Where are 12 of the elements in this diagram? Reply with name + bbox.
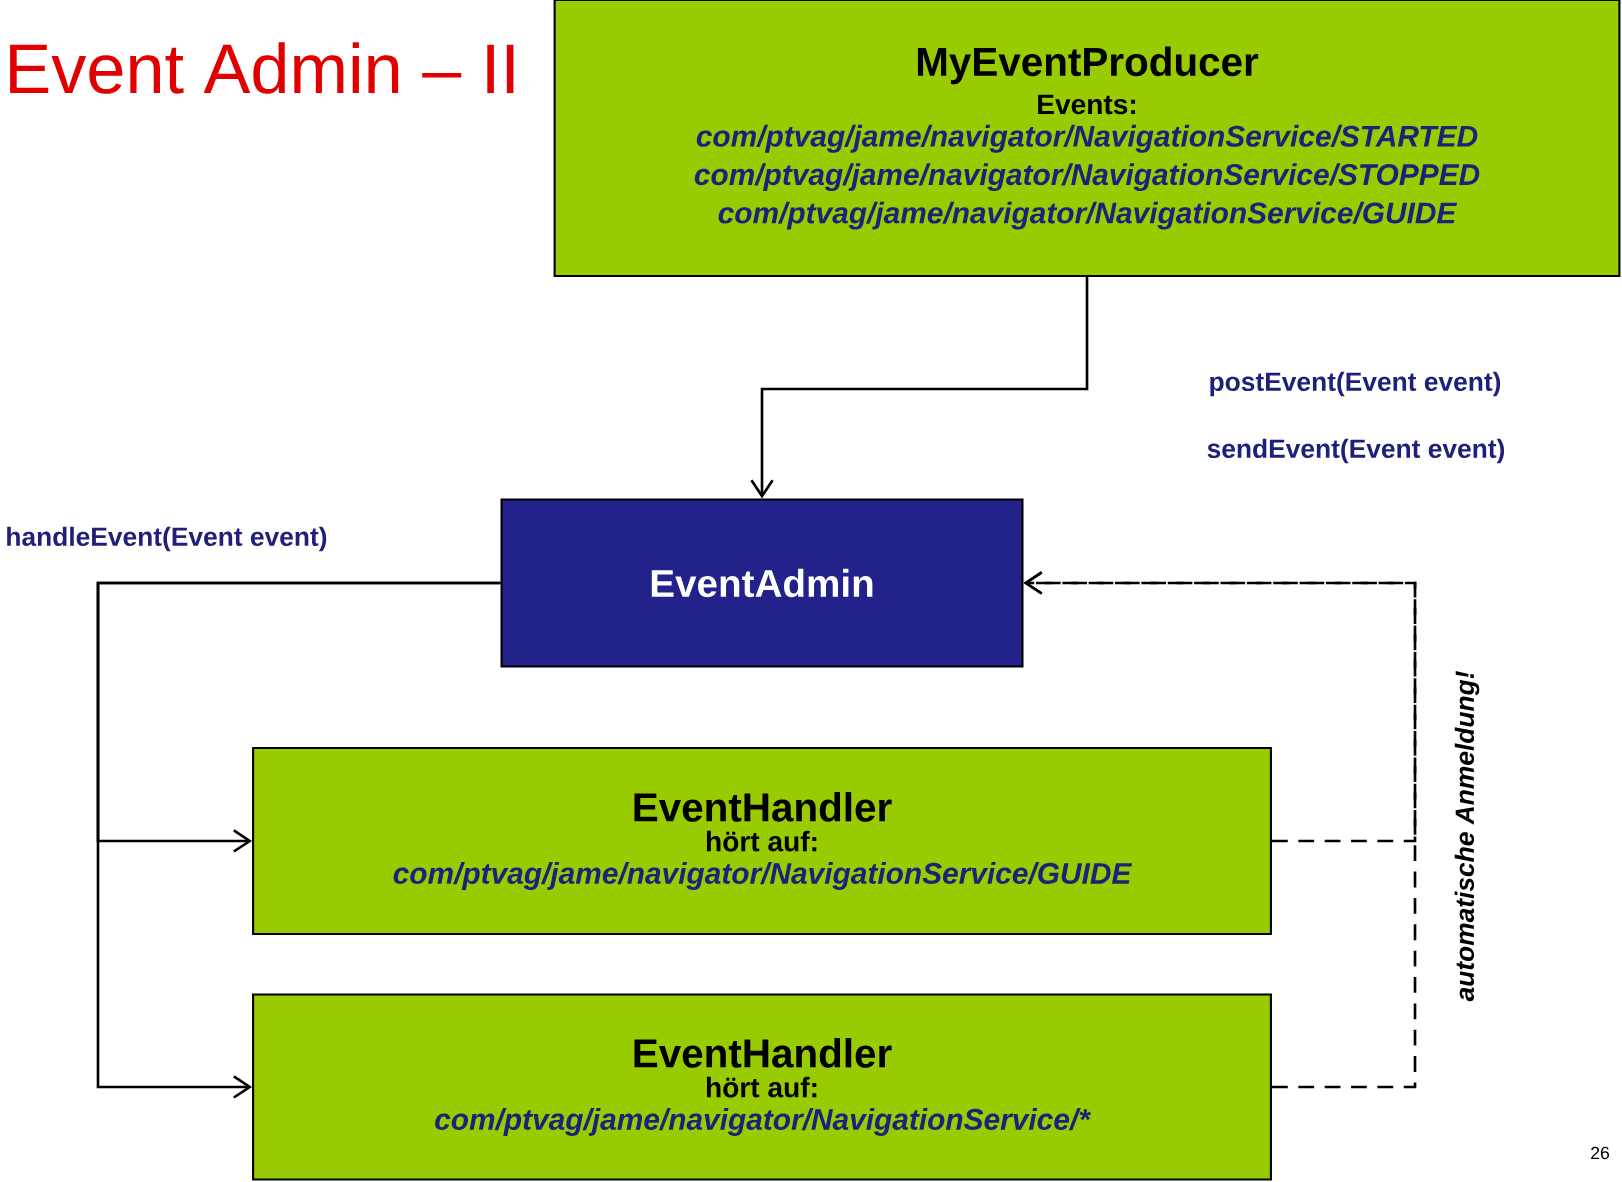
component-box: EventHandler hört auf: com/ptvag/jame/navigator/NavigationService/* bbox=[252, 993, 1272, 1181]
component-box: EventHandler hört auf: com/ptvag/jame/navigator/NavigationService/GUIDE bbox=[252, 746, 1272, 936]
method-label: handleEvent(Event event) bbox=[7, 526, 327, 552]
note-label: automatische Anmeldung! bbox=[1454, 671, 1480, 1002]
method-label: sendEvent(Event event) bbox=[1207, 438, 1505, 464]
arrow bbox=[96, 581, 501, 1099]
arrow bbox=[750, 277, 1089, 499]
page-number: 26 bbox=[1591, 1146, 1609, 1160]
component-box: MyEventProducer Events: com/ptvag/jame/navigator/NavigationService/STARTED com/ptvag/jame/navigator/NavigationService/STOPPED com/ptvag/jame/navigator/NavigationService/GUIDE bbox=[553, 0, 1621, 277]
method-label: postEvent(Event event) bbox=[1210, 371, 1501, 397]
arrow bbox=[1023, 571, 1417, 1089]
event-admin-box: EventAdmin bbox=[500, 498, 1024, 668]
